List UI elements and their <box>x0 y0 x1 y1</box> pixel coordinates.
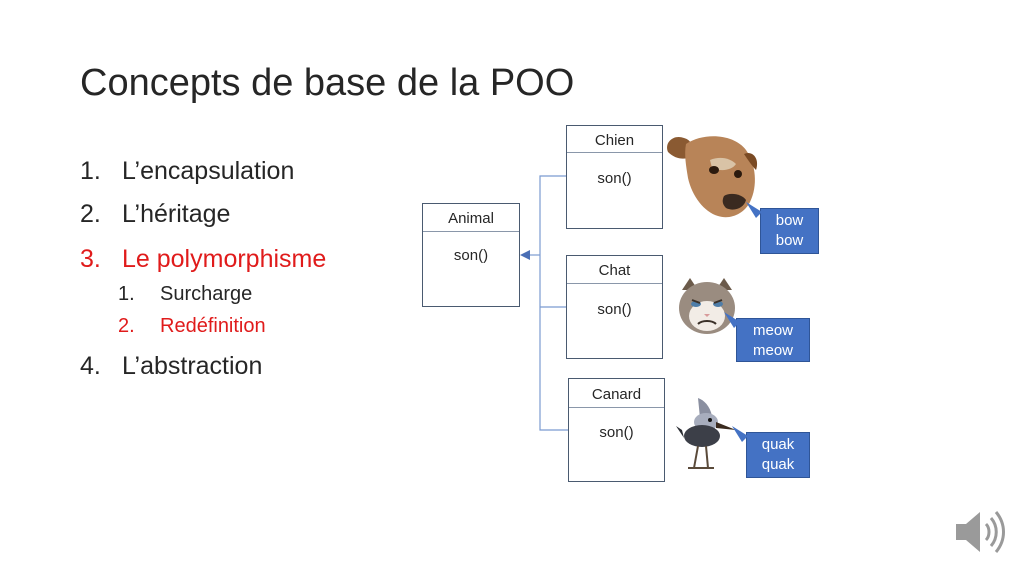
sound-text: quak <box>761 456 795 473</box>
list-number: 1. <box>80 157 101 185</box>
uml-class-canard: Canard son() <box>568 378 665 482</box>
class-name: Chat <box>598 262 631 279</box>
class-divider <box>567 152 662 153</box>
bubble-pointer <box>724 312 740 328</box>
sound-text: bow <box>775 232 804 249</box>
sound-text: meow <box>752 342 793 359</box>
class-method: son() <box>597 301 632 318</box>
class-name: Canard <box>591 386 642 403</box>
list-number: 2. <box>118 315 135 337</box>
bird-icon <box>676 398 736 469</box>
class-method: son() <box>453 247 489 264</box>
list-item: 4. L’abstraction <box>80 352 262 381</box>
speaker-icon[interactable] <box>954 508 1008 556</box>
list-label: L’encapsulation <box>122 157 295 185</box>
sound-bubble-chien: bow bow <box>760 208 819 254</box>
list-number: 3. <box>80 245 101 273</box>
inheritance-arrowhead-icon <box>520 250 530 260</box>
list-number: 1. <box>118 283 135 305</box>
class-method: son() <box>597 170 632 187</box>
list-number: 4. <box>80 352 101 380</box>
list-item: 2. L’héritage <box>80 200 230 229</box>
uml-class-chien: Chien son() <box>566 125 663 229</box>
list-item-highlighted: 3. Le polymorphisme <box>80 245 326 274</box>
list-label: L’abstraction <box>122 352 263 380</box>
list-label: Surcharge <box>160 283 253 305</box>
sound-bubble-chat: meow meow <box>736 318 810 362</box>
list-number: 2. <box>80 200 101 228</box>
list-item: 1. L’encapsulation <box>80 157 294 186</box>
sound-bubble-canard: quak quak <box>746 432 810 478</box>
sound-text: meow <box>752 322 793 339</box>
class-name: Animal <box>448 210 494 227</box>
class-method: son() <box>599 424 634 441</box>
class-divider <box>423 231 519 232</box>
class-divider <box>567 283 662 284</box>
uml-class-animal: Animal son() <box>422 203 520 307</box>
class-name: Chien <box>594 132 635 149</box>
uml-class-chat: Chat son() <box>566 255 663 359</box>
bubble-pointer <box>732 426 748 442</box>
list-label: L’héritage <box>122 200 231 228</box>
sub-list-item: 1. Surcharge <box>118 283 252 306</box>
list-label: Le polymorphisme <box>122 245 327 273</box>
bubble-pointer <box>746 202 762 218</box>
slide-title: Concepts de base de la POO <box>80 62 575 104</box>
sound-text: quak <box>761 436 795 453</box>
sub-list-item-highlighted: 2. Redéfinition <box>118 315 266 338</box>
list-label: Redéfinition <box>160 315 266 337</box>
class-divider <box>569 407 664 408</box>
connector-trunk <box>539 175 568 431</box>
grumpy-cat-icon <box>679 278 735 334</box>
outline-list: 1. L’encapsulation 2. L’héritage 3. Le poly… <box>80 0 460 576</box>
dog-head-icon <box>667 136 758 218</box>
sound-text: bow <box>775 212 804 229</box>
